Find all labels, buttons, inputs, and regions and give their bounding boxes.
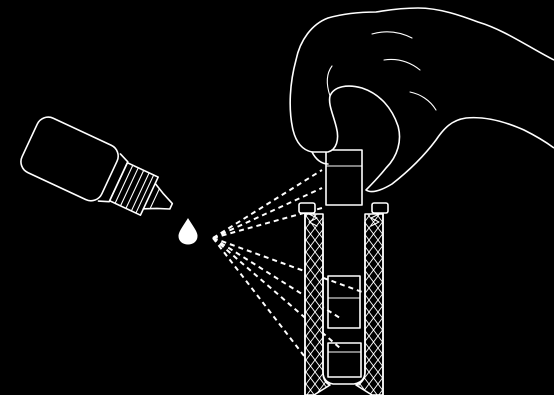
container-cross-section-icon: [299, 203, 388, 395]
sample-vial-icon: [326, 150, 362, 205]
dropper-bottle-icon: [17, 113, 184, 233]
water-drop-icon: [179, 219, 197, 244]
